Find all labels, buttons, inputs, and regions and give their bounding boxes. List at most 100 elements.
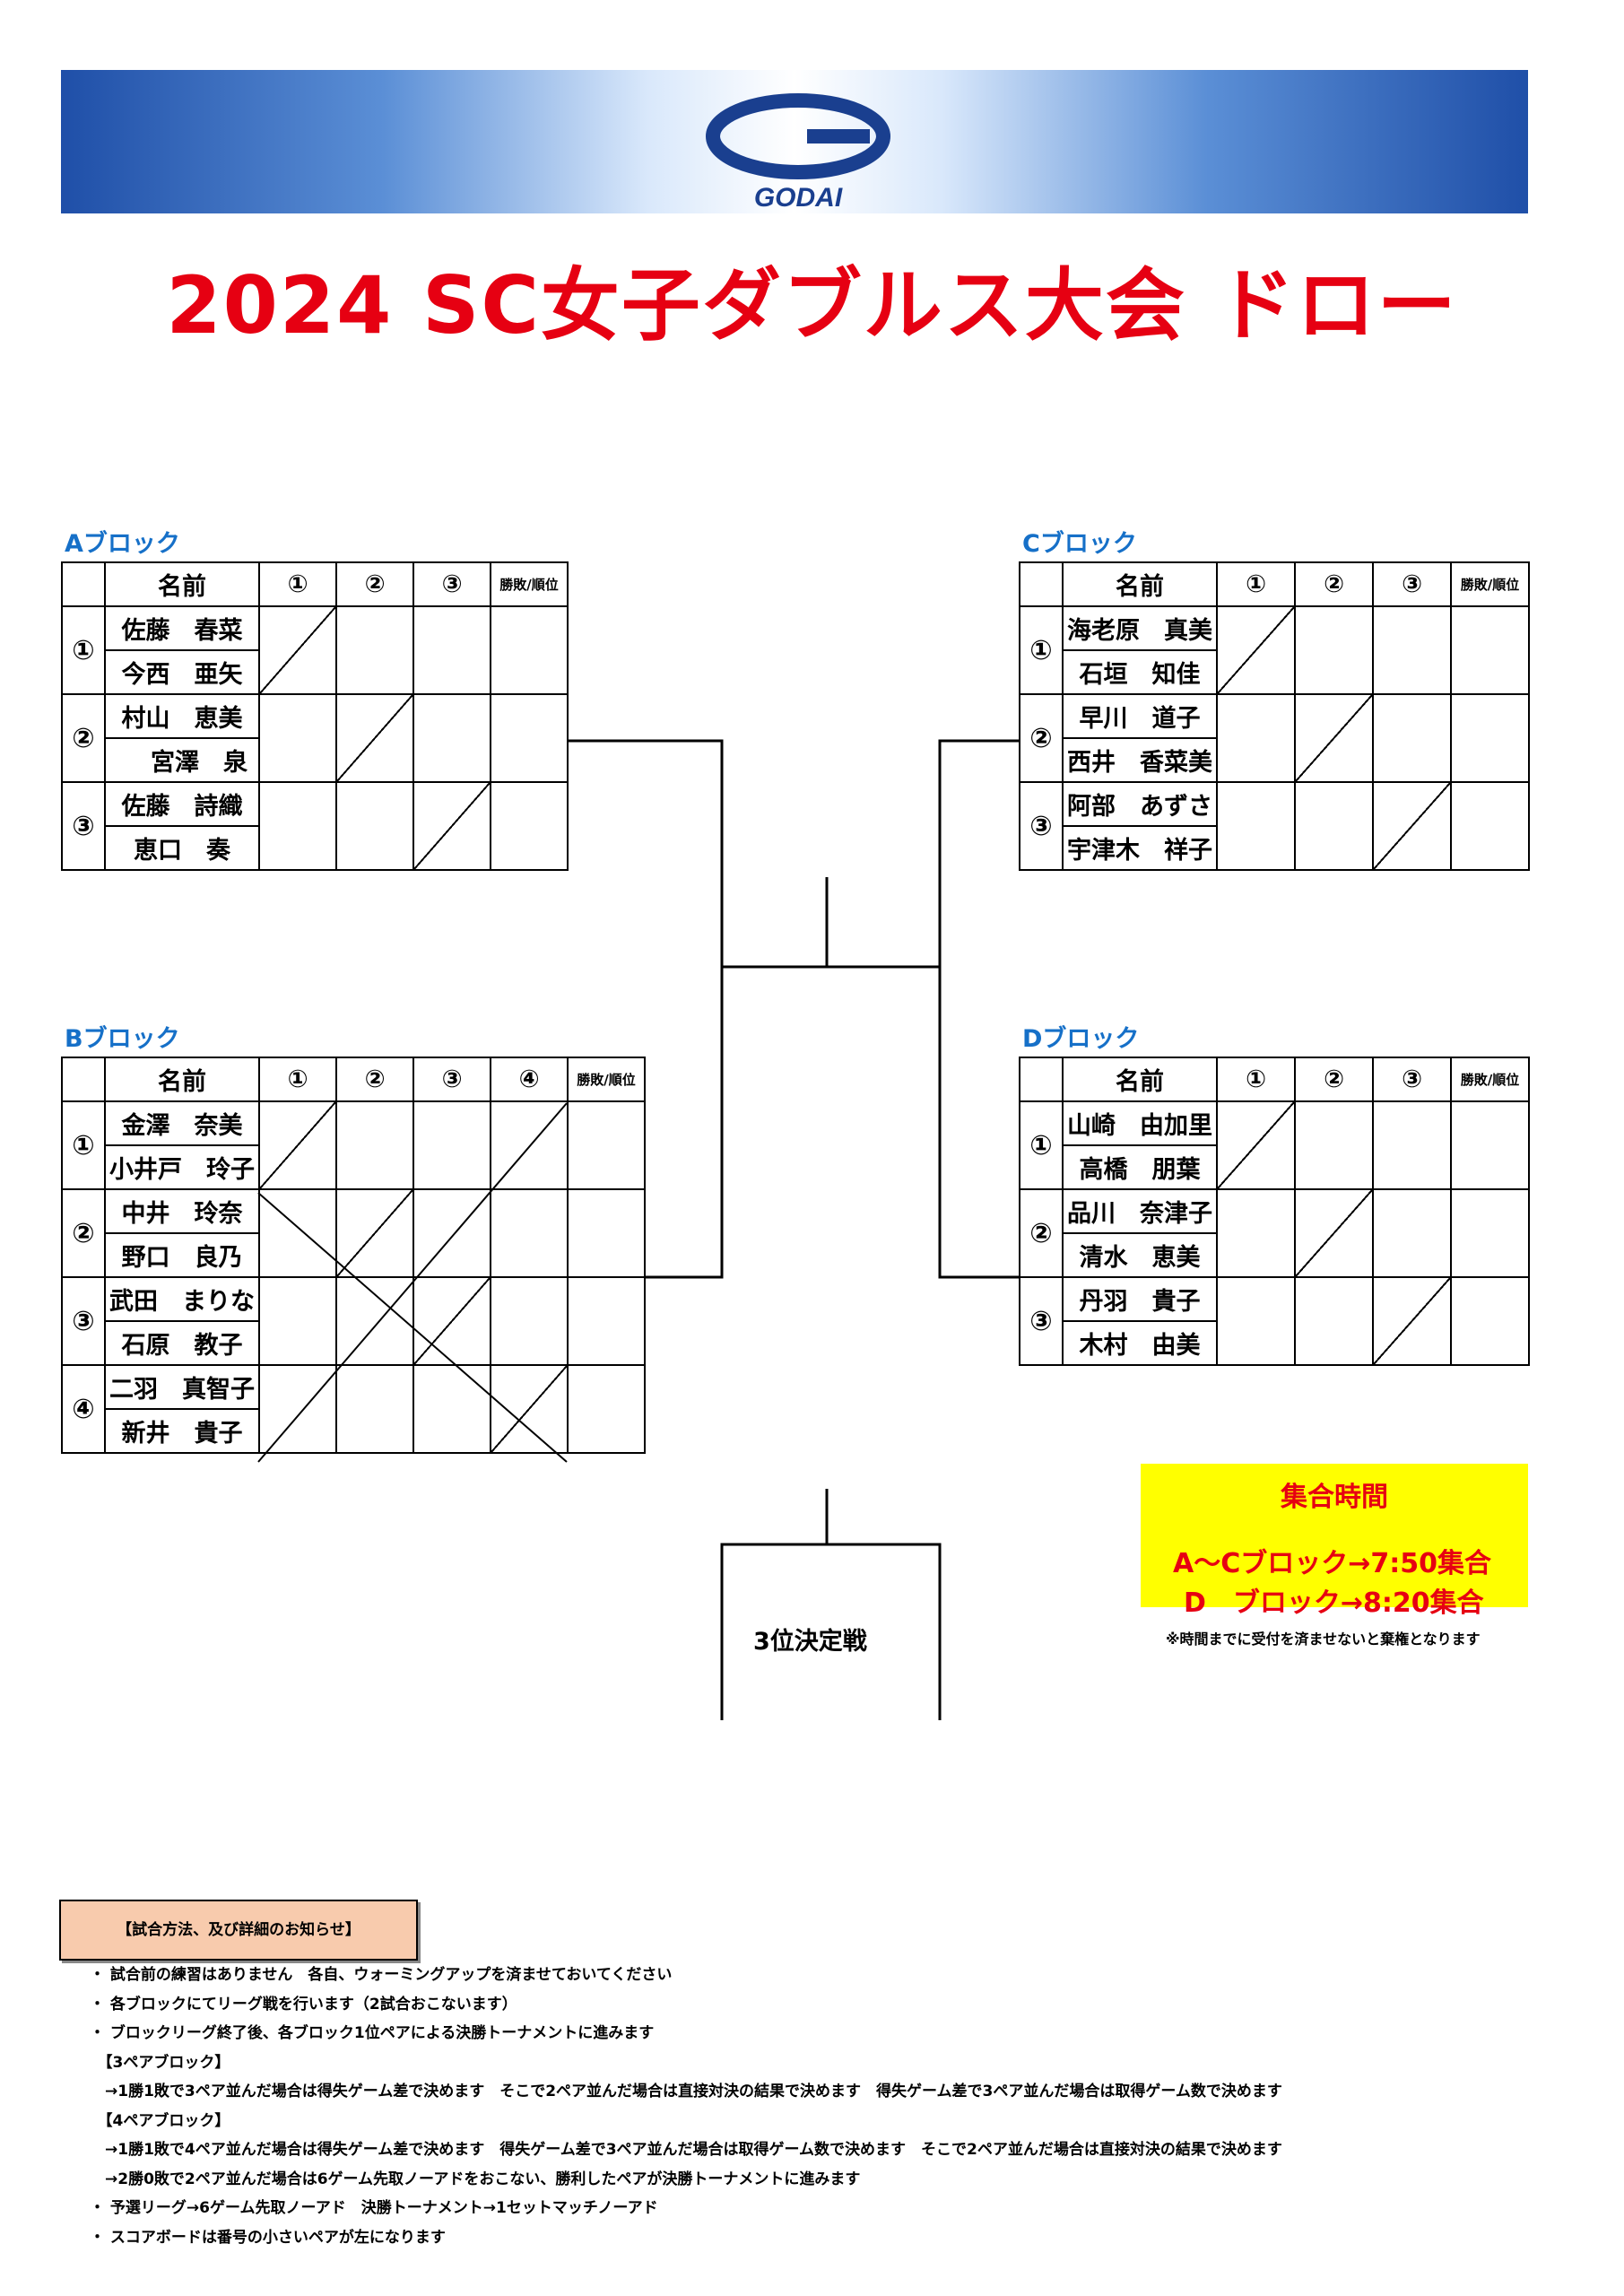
result-cell[interactable] [1450, 1276, 1530, 1366]
pair-number: ③ [61, 1276, 106, 1366]
col-name: 名前 [104, 1057, 260, 1102]
pair-number: ③ [1019, 1276, 1064, 1366]
info-list: ・ 試合前の練習はありません 各自、ウォーミングアップを済ませておいてください … [90, 1961, 1282, 2252]
score-cell[interactable] [335, 1100, 414, 1190]
score-cell[interactable] [1216, 1276, 1296, 1366]
info-line: ・ 各ブロックにてリーグ戦を行います（2試合おこないます） [90, 1995, 517, 2013]
player-name: 石原 教子 [104, 1320, 260, 1366]
player-name: 佐藤 春菜 [104, 605, 260, 651]
player-name: 野口 良乃 [104, 1232, 260, 1278]
col-3: ③ [413, 1057, 491, 1102]
player-name: 西井 香菜美 [1062, 737, 1218, 783]
pair-number: ④ [61, 1364, 106, 1454]
result-cell[interactable] [1450, 1100, 1530, 1190]
pair-number: ① [61, 605, 106, 695]
score-cell[interactable] [258, 781, 337, 871]
result-cell[interactable] [567, 1100, 646, 1190]
score-cell[interactable] [1294, 605, 1374, 695]
self-match-cell [490, 1364, 569, 1454]
score-cell[interactable] [1216, 693, 1296, 783]
col-1: ① [258, 1057, 337, 1102]
result-cell[interactable] [1450, 781, 1530, 871]
result-cell[interactable] [567, 1188, 646, 1278]
score-cell[interactable] [258, 693, 337, 783]
meeting-line-1: A～Cブロック→7:50集合 [1173, 1548, 1491, 1579]
col-2: ② [1294, 1057, 1374, 1102]
score-cell[interactable] [258, 1364, 337, 1454]
info-line: →1勝1敗で4ペア並んだ場合は得失ゲーム差で決めます 得失ゲーム差で3ペア並んだ… [90, 2141, 1282, 2159]
bracket-line-d [938, 967, 1019, 1279]
score-cell[interactable] [413, 693, 491, 783]
col-result: 勝敗/順位 [490, 561, 569, 607]
pair-number: ③ [61, 781, 106, 871]
col-1: ① [1216, 1057, 1296, 1102]
meeting-time-box: 集合時間 A～Cブロック→7:50集合 D ブロック→8:20集合 [1141, 1464, 1528, 1619]
block-b-label: Bブロック [65, 1025, 180, 1053]
score-cell[interactable] [490, 1276, 569, 1366]
pair-number: ② [61, 1188, 106, 1278]
player-name: 石垣 知佳 [1062, 649, 1218, 695]
third-place-label: 3位決定戦 [753, 1628, 867, 1656]
player-name: 宇津木 祥子 [1062, 825, 1218, 871]
score-cell[interactable] [413, 605, 491, 695]
score-cell[interactable] [1372, 693, 1452, 783]
col-4: ④ [490, 1057, 569, 1102]
result-cell[interactable] [567, 1364, 646, 1454]
player-name: 山崎 由加里 [1062, 1100, 1218, 1146]
score-cell[interactable] [335, 1276, 414, 1366]
score-cell[interactable] [1294, 781, 1374, 871]
score-cell[interactable] [1216, 1188, 1296, 1278]
player-name: 武田 まりな [104, 1276, 260, 1322]
col-result: 勝敗/順位 [567, 1057, 646, 1102]
score-cell[interactable] [490, 1188, 569, 1278]
result-cell[interactable] [490, 693, 569, 783]
score-cell[interactable] [1372, 1188, 1452, 1278]
player-name: 木村 由美 [1062, 1320, 1218, 1366]
pair-number: ① [1019, 1100, 1064, 1190]
col-3: ③ [1372, 561, 1452, 607]
result-cell[interactable] [1450, 1188, 1530, 1278]
third-place-box [720, 1543, 942, 1720]
col-name: 名前 [104, 561, 260, 607]
player-name: 金澤 奈美 [104, 1100, 260, 1146]
score-cell[interactable] [335, 605, 414, 695]
score-cell[interactable] [335, 781, 414, 871]
col-1: ① [258, 561, 337, 607]
self-match-cell [258, 605, 337, 695]
info-line: ・ スコアボードは番号の小さいペアが左になります [90, 2228, 446, 2247]
info-line: 【3ペアブロック】 [90, 2053, 230, 2072]
score-cell[interactable] [1372, 605, 1452, 695]
self-match-cell [1294, 693, 1374, 783]
player-name: 高橋 朋葉 [1062, 1144, 1218, 1190]
score-cell[interactable] [413, 1188, 491, 1278]
col-name: 名前 [1062, 1057, 1218, 1102]
score-cell[interactable] [413, 1364, 491, 1454]
result-cell[interactable] [490, 781, 569, 871]
pair-number: ② [1019, 1188, 1064, 1278]
score-cell[interactable] [258, 1276, 337, 1366]
player-name: 丹羽 貴子 [1062, 1276, 1218, 1322]
col-2: ② [1294, 561, 1374, 607]
score-cell[interactable] [413, 1100, 491, 1190]
col-2: ② [335, 561, 414, 607]
player-name: 今西 亜矢 [104, 649, 260, 695]
result-cell[interactable] [490, 605, 569, 695]
pair-number: ② [1019, 693, 1064, 783]
result-cell[interactable] [1450, 693, 1530, 783]
result-cell[interactable] [1450, 605, 1530, 695]
godai-logo: GODAI [706, 93, 890, 213]
score-cell[interactable] [1372, 1100, 1452, 1190]
info-line: 【4ペアブロック】 [90, 2111, 230, 2130]
score-cell[interactable] [1294, 1276, 1374, 1366]
block-a-label: Aブロック [65, 530, 180, 558]
pair-number: ① [1019, 605, 1064, 695]
score-cell[interactable] [1294, 1100, 1374, 1190]
pair-number: ③ [1019, 781, 1064, 871]
result-cell[interactable] [567, 1276, 646, 1366]
score-cell[interactable] [335, 1364, 414, 1454]
player-name: 早川 道子 [1062, 693, 1218, 739]
score-cell[interactable] [1216, 781, 1296, 871]
pair-number: ② [61, 693, 106, 783]
